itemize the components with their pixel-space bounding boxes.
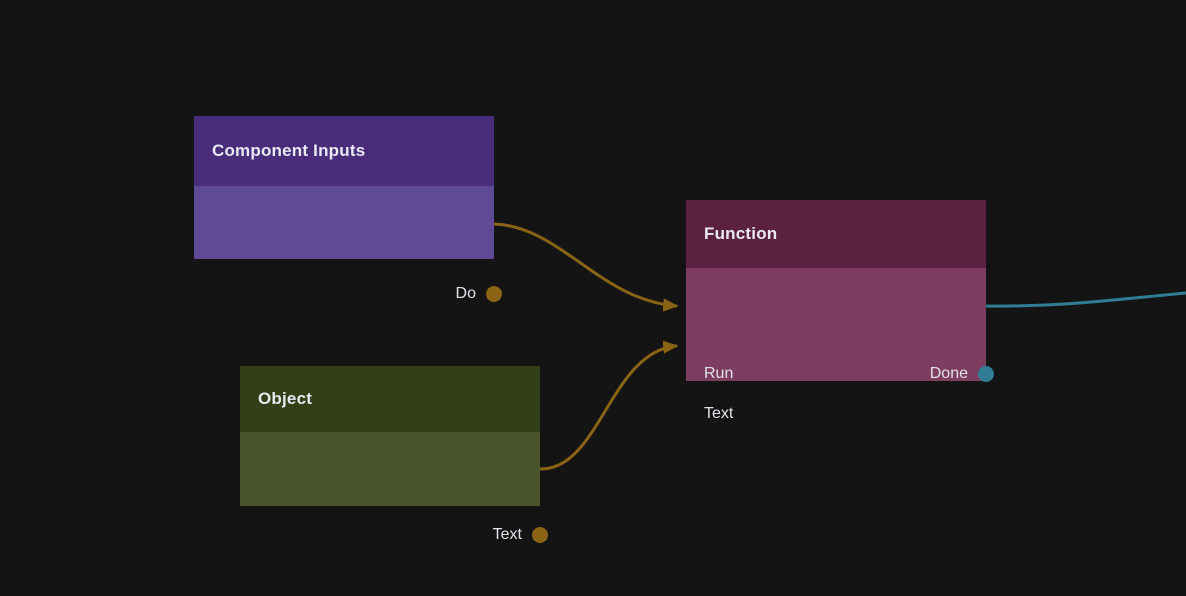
port-label: Do xyxy=(455,285,476,302)
node-title-object[interactable]: Object xyxy=(240,366,540,432)
edge-do-to-run[interactable] xyxy=(492,222,679,312)
port-connector-dot[interactable] xyxy=(532,527,548,543)
port-label: Done xyxy=(929,365,968,382)
output-port-object-text[interactable]: Text xyxy=(240,524,548,546)
node-title-function[interactable]: Function xyxy=(686,200,986,268)
node-title-component-inputs[interactable]: Component Inputs xyxy=(194,116,494,186)
port-connector-dot[interactable] xyxy=(486,286,502,302)
edge-text-to-text[interactable] xyxy=(538,340,679,471)
port-label: Text xyxy=(492,526,522,543)
port-label: Text xyxy=(704,405,734,422)
output-port-component-inputs-do[interactable]: Do xyxy=(194,283,502,305)
node-body-component-inputs: Do xyxy=(194,186,502,302)
port-connector-dot[interactable] xyxy=(978,366,994,382)
input-port-function-text[interactable]: Text xyxy=(686,403,986,425)
input-port-function-run[interactable]: Run xyxy=(686,363,986,385)
output-port-function-done[interactable]: Done xyxy=(686,363,994,385)
port-label: Run xyxy=(704,365,734,382)
node-body-object: Text xyxy=(240,432,548,543)
edge-done-out[interactable] xyxy=(984,291,1186,308)
